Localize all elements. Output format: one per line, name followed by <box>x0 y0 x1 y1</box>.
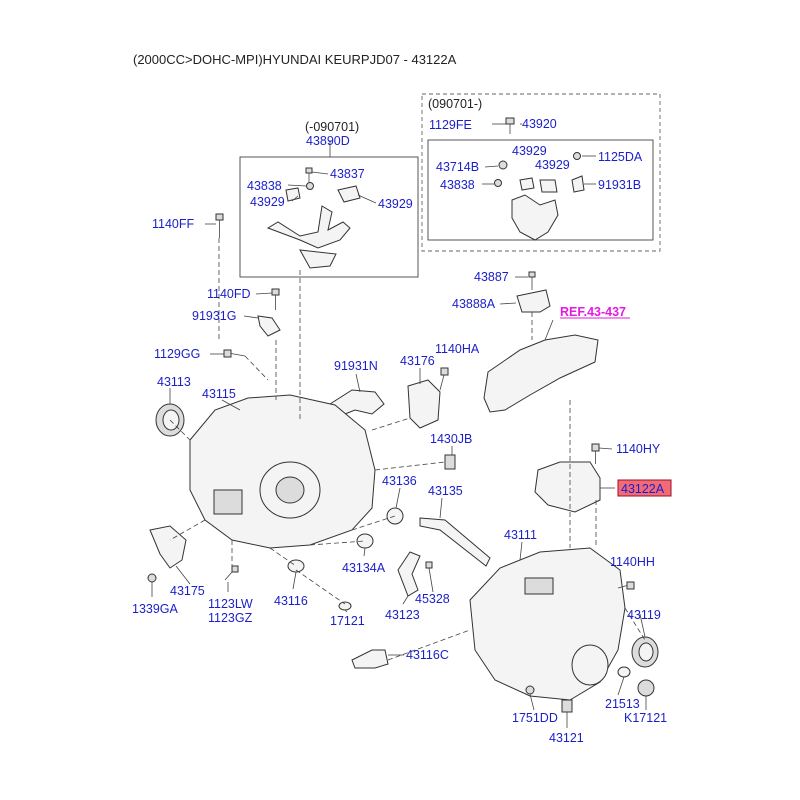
rail-43135 <box>419 517 491 567</box>
bolt-1140HH <box>617 581 635 590</box>
label-43929-right-a[interactable]: 43929 <box>512 144 547 158</box>
label-43116C[interactable]: 43116C <box>406 648 449 662</box>
plug-43121 <box>561 699 573 713</box>
bolt-45328 <box>425 561 433 581</box>
label-43116[interactable]: 43116 <box>274 594 308 608</box>
label-43714B[interactable]: 43714B <box>436 160 479 174</box>
label-43929-left-b[interactable]: 43929 <box>378 197 413 211</box>
label-43115[interactable]: 43115 <box>202 387 236 401</box>
label-43838-right[interactable]: 43838 <box>440 178 475 192</box>
bolt-1140FF <box>215 213 224 238</box>
bracket-group-box-new <box>421 93 661 252</box>
label-45328[interactable]: 45328 <box>415 592 450 606</box>
label-43888A[interactable]: 43888A <box>452 297 496 311</box>
transmission-case-43111 <box>469 547 626 701</box>
bracket-91931G <box>257 315 281 337</box>
bolt-1123LW <box>224 565 239 581</box>
label-1140HA[interactable]: 1140HA <box>435 342 480 356</box>
label-43175[interactable]: 43175 <box>170 584 205 598</box>
bracket-43888A <box>516 289 551 313</box>
bracket-43175 <box>149 525 187 569</box>
bolt-1140HA <box>439 367 449 391</box>
washer-43136 <box>386 507 404 525</box>
label-43111[interactable]: 43111 <box>504 528 537 542</box>
nut-43838-right <box>494 179 502 187</box>
seal-17121 <box>338 601 352 611</box>
label-43838-left[interactable]: 43838 <box>247 179 282 193</box>
fork-43123 <box>397 551 421 597</box>
label-1123LW[interactable]: 1123LW <box>208 597 253 611</box>
gasket-21513 <box>617 666 631 678</box>
label-43134A[interactable]: 43134A <box>342 561 386 575</box>
label-43136[interactable]: 43136 <box>382 474 417 488</box>
label-1129FE[interactable]: 1129FE <box>429 118 472 132</box>
bolt-1125DA <box>573 152 581 160</box>
label-43123[interactable]: 43123 <box>385 608 420 622</box>
dowel-1430JB <box>444 454 456 470</box>
bolt-43837 <box>305 167 313 182</box>
bolt-1140FD <box>271 288 280 310</box>
range-label-new: (090701-) <box>428 97 482 111</box>
assembly-dashed-lines <box>169 238 646 661</box>
bolt-1129FE <box>505 117 515 134</box>
label-21513[interactable]: 21513 <box>605 697 640 711</box>
leader-lines <box>151 123 647 728</box>
label-43121[interactable]: 43121 <box>549 731 584 745</box>
label-43837[interactable]: 43837 <box>330 167 365 181</box>
label-1140FF[interactable]: 1140FF <box>152 217 195 231</box>
label-17121[interactable]: 17121 <box>330 614 365 628</box>
label-1125DA[interactable]: 1125DA <box>598 150 643 164</box>
label-1751DD[interactable]: 1751DD <box>512 711 558 725</box>
clutch-housing-43115 <box>189 394 376 549</box>
bolt-1339GA <box>147 573 157 583</box>
seal-43134A <box>356 533 374 549</box>
bracket-inner-box-new <box>427 139 654 241</box>
label-43929-left-a[interactable]: 43929 <box>250 195 285 209</box>
oil-seal-43119 <box>631 636 659 668</box>
label-43920[interactable]: 43920 <box>522 117 557 131</box>
label-43929-right-b[interactable]: 43929 <box>535 158 570 172</box>
label-1140HY[interactable]: 1140HY <box>616 442 661 456</box>
label-1430JB[interactable]: 1430JB <box>430 432 472 446</box>
bracket-group-box-old <box>239 156 419 278</box>
bracket-43176 <box>407 379 441 429</box>
label-91931G[interactable]: 91931G <box>192 309 236 323</box>
label-1140FD[interactable]: 1140FD <box>207 287 251 301</box>
bushing-43714B <box>498 160 508 170</box>
diagram-title: (2000CC>DOHC-MPI)HYUNDAI KEURPJD07 - 431… <box>133 52 457 67</box>
label-91931B[interactable]: 91931B <box>598 178 641 192</box>
label-K17121[interactable]: K17121 <box>624 711 667 725</box>
label-43887[interactable]: 43887 <box>474 270 509 284</box>
bolt-1140HY <box>591 443 600 464</box>
label-91931N[interactable]: 91931N <box>334 359 378 373</box>
plug-K17121 <box>637 679 655 697</box>
label-43176[interactable]: 43176 <box>400 354 435 368</box>
shift-control-housing <box>483 334 599 413</box>
label-1140HH[interactable]: 1140HH <box>610 555 655 569</box>
label-1123GZ[interactable]: 1123GZ <box>208 611 253 625</box>
nut-43838-left <box>306 182 314 190</box>
label-43119[interactable]: 43119 <box>627 608 661 622</box>
sensor-43116C <box>351 649 389 669</box>
shift-bracket-new <box>511 175 585 241</box>
plug-1751DD <box>525 685 535 695</box>
reference-link[interactable]: REF.43-437 <box>560 305 626 319</box>
label-43122A[interactable]: 43122A <box>621 482 665 496</box>
bolt-1129GG <box>223 349 246 358</box>
range-label-old: (-090701) <box>305 120 359 134</box>
highlight-box <box>617 479 672 497</box>
label-43113[interactable]: 43113 <box>157 375 191 389</box>
bolt-43887 <box>528 271 536 290</box>
label-1339GA[interactable]: 1339GA <box>132 602 179 616</box>
label-1129GG[interactable]: 1129GG <box>154 347 200 361</box>
label-43135[interactable]: 43135 <box>428 484 463 498</box>
mount-43122A <box>534 461 601 513</box>
label-43890D[interactable]: 43890D <box>306 134 350 148</box>
